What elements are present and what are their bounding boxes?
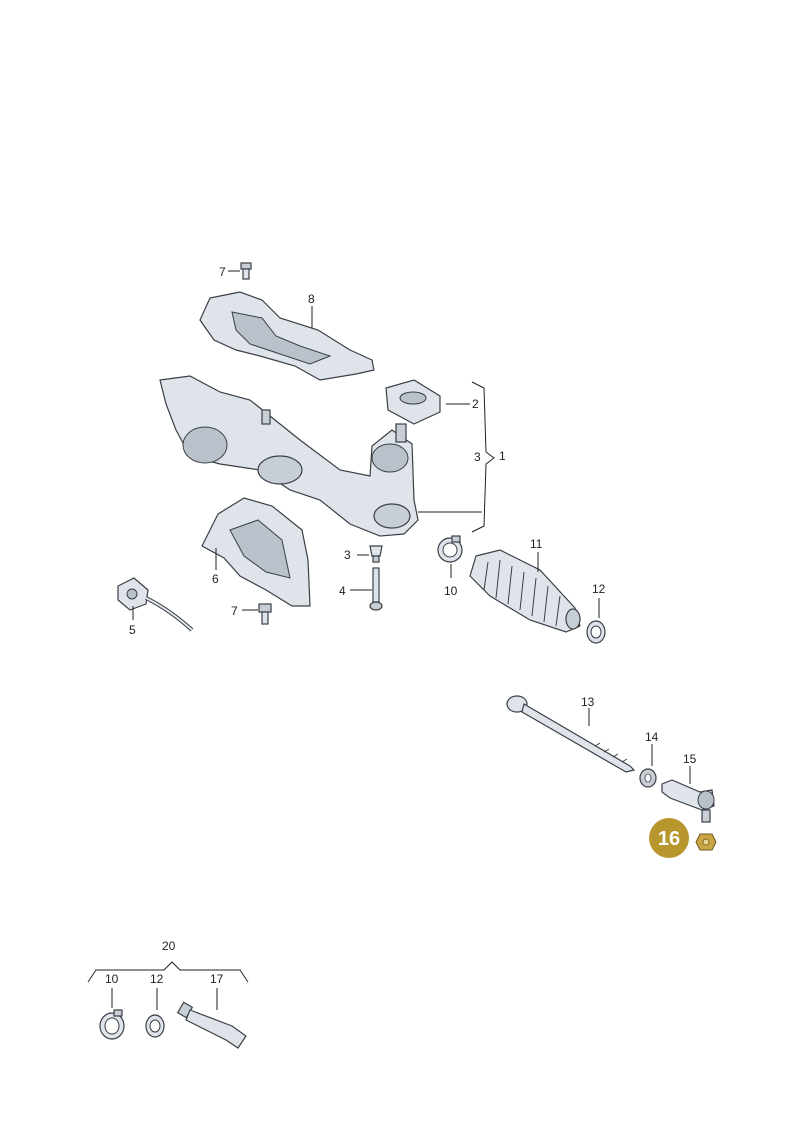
label-2: 2 <box>472 397 479 411</box>
label-10-kit: 10 <box>105 972 119 986</box>
part-15-tie-rod-end[interactable] <box>661 779 715 823</box>
label-15: 15 <box>683 752 697 766</box>
label-12-kit: 12 <box>150 972 164 986</box>
part-10-clamp[interactable] <box>437 535 463 563</box>
label-20: 20 <box>162 939 176 953</box>
label-10: 10 <box>444 584 458 598</box>
label-4: 4 <box>339 584 346 598</box>
label-1: 1 <box>499 449 506 463</box>
label-12: 12 <box>592 582 606 596</box>
label-3-rack: 3 <box>474 450 481 464</box>
label-17: 17 <box>210 972 224 986</box>
label-3-screw: 3 <box>344 548 351 562</box>
part-3-screw[interactable] <box>369 545 383 563</box>
bracket-20 <box>87 961 249 983</box>
part-10-kit-clamp[interactable] <box>99 1009 125 1040</box>
part-16-nut[interactable] <box>695 833 717 851</box>
part-4-bolt[interactable] <box>369 567 383 611</box>
label-7-lower: 7 <box>231 604 238 618</box>
label-7-top: 7 <box>219 265 226 279</box>
label-14: 14 <box>645 730 659 744</box>
label-11: 11 <box>530 537 543 551</box>
label-5: 5 <box>129 623 136 637</box>
label-16: 16 <box>658 828 680 850</box>
part-14-nut[interactable] <box>639 768 657 788</box>
part-5-sensor[interactable] <box>117 577 194 632</box>
label-13: 13 <box>581 695 595 709</box>
part-7-bolt-top[interactable] <box>240 262 252 280</box>
part-13-tie-rod[interactable] <box>506 695 636 773</box>
part-6-heat-shield[interactable] <box>201 497 311 607</box>
part-7-bolt-lower[interactable] <box>258 603 272 625</box>
bracket-1 <box>471 381 495 533</box>
highlight-badge-16[interactable]: 16 <box>649 818 689 858</box>
part-17-grease-tube[interactable] <box>176 1001 247 1049</box>
label-8: 8 <box>308 292 315 306</box>
part-12-clamp[interactable] <box>586 620 606 644</box>
label-6: 6 <box>212 572 219 586</box>
part-8-heat-shield[interactable] <box>199 291 375 381</box>
part-1-steering-rack[interactable] <box>159 375 419 537</box>
part-12-kit-clamp[interactable] <box>145 1014 165 1038</box>
part-2-mount[interactable] <box>385 379 441 425</box>
part-11-boot[interactable] <box>469 549 581 633</box>
